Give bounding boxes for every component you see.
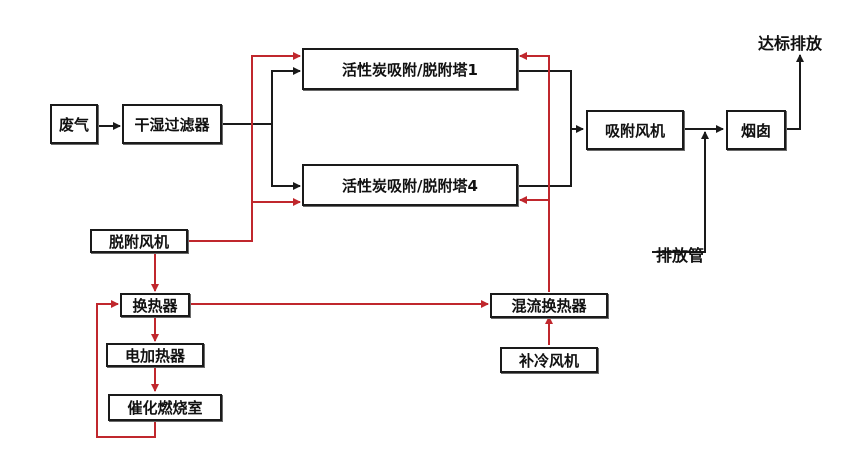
flow-exhaust-pipe <box>652 131 709 253</box>
chimney-box: 烟囱 <box>726 110 786 150</box>
flow-tower4-out <box>516 129 572 187</box>
flow-chamber-return <box>96 300 156 438</box>
flow-tower1-out <box>516 70 584 133</box>
filter-label: 干湿过滤器 <box>134 115 210 134</box>
desorption-fan-box: 脱附风机 <box>90 229 188 253</box>
mixed-heat-exchanger-box: 混流换热器 <box>490 293 608 318</box>
waste-gas-label: 废气 <box>58 115 89 134</box>
flow-filter-split <box>221 67 301 125</box>
tower-4-label: 活性炭吸附/脱附塔4 <box>342 176 478 195</box>
electric-heater-label: 电加热器 <box>124 346 185 365</box>
cooling-fan-label: 补冷风机 <box>518 351 579 370</box>
heat-exchanger-label: 换热器 <box>132 296 178 315</box>
flow-desorption-fan-up <box>188 52 301 242</box>
flow-mixed-up-to-tower1 <box>519 52 550 292</box>
tower-1-box: 活性炭吸附/脱附塔1 <box>302 48 518 90</box>
cooling-fan-box: 补冷风机 <box>500 347 598 373</box>
heat-exchanger-box: 换热器 <box>120 293 190 317</box>
tower-1-label: 活性炭吸附/脱附塔1 <box>342 60 478 79</box>
adsorption-fan-box: 吸附风机 <box>586 110 684 150</box>
emission-label: 达标排放 <box>758 34 823 53</box>
filter-box: 干湿过滤器 <box>122 104 222 144</box>
catalytic-chamber-label: 催化燃烧室 <box>127 399 203 417</box>
tower-4-box: 活性炭吸附/脱附塔4 <box>302 164 518 206</box>
flow-chimney-to-emission <box>786 54 804 130</box>
chimney-label: 烟囱 <box>740 121 771 140</box>
catalytic-chamber-box: 催化燃烧室 <box>108 394 222 421</box>
electric-heater-box: 电加热器 <box>106 343 204 367</box>
adsorption-fan-label: 吸附风机 <box>604 121 665 140</box>
exhaust-pipe-label: 排放管 <box>656 246 705 265</box>
mixed-heat-exchanger-label: 混流换热器 <box>511 297 587 315</box>
waste-gas-box: 废气 <box>50 104 98 144</box>
desorption-fan-label: 脱附风机 <box>108 232 169 251</box>
flow-filter-to-tower4 <box>271 124 301 190</box>
